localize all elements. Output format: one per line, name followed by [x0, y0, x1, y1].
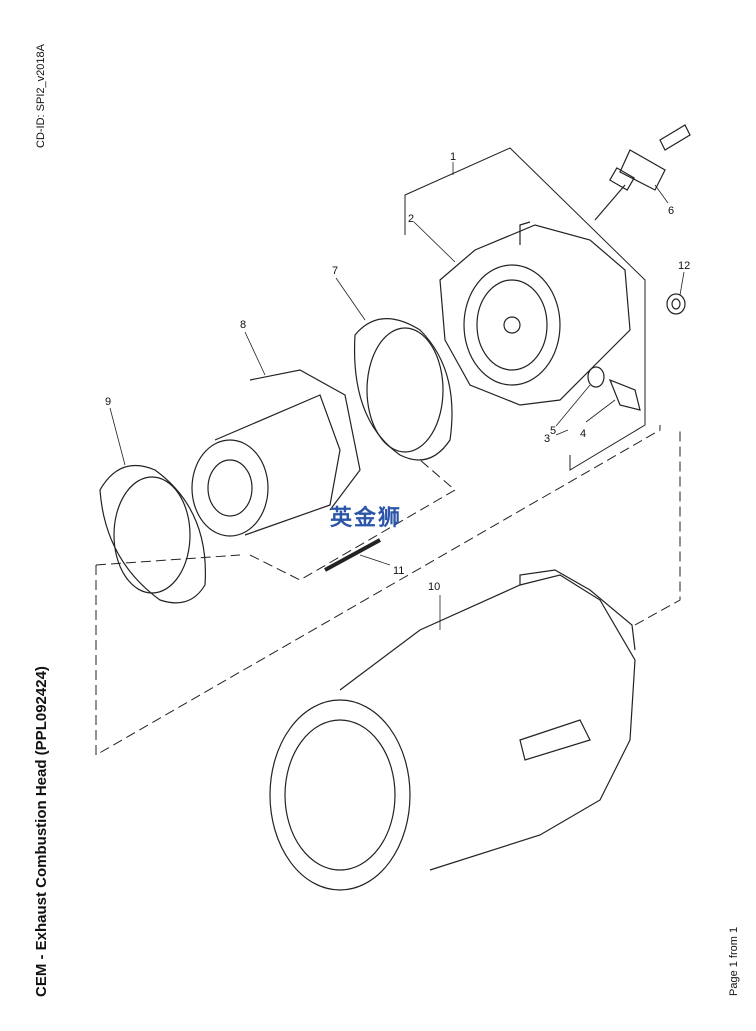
- part-12-nut: [666, 293, 686, 315]
- part-9-gasket: [99, 464, 207, 604]
- part-7-gasket: [353, 318, 453, 461]
- part-4-5-fitting: [587, 366, 641, 411]
- part-6-spark-plug: [594, 124, 691, 221]
- part-7-gasket-inner: [366, 327, 444, 453]
- callout-12: 12: [678, 260, 690, 272]
- watermark: 英金狮: [330, 506, 403, 531]
- part-9-gasket-inner: [113, 476, 191, 594]
- callout-5: 5: [550, 425, 556, 437]
- callout-4: 4: [580, 428, 586, 440]
- part-11-stud: [324, 538, 381, 572]
- callout-labels: 1 2 3 4 5 6 7 8 9 10 11 12: [105, 151, 690, 593]
- callout-3: 3: [544, 433, 550, 445]
- callout-10: 10: [428, 581, 440, 593]
- part-10-combustion-body: [269, 569, 636, 891]
- callout-7: 7: [332, 265, 338, 277]
- assembly-lines: [95, 425, 681, 756]
- callout-11: 11: [393, 565, 404, 577]
- part-8-sleeve: [191, 369, 361, 537]
- callout-9: 9: [105, 396, 111, 408]
- part-2-burner-head: [439, 221, 631, 406]
- callout-1: 1: [450, 151, 456, 163]
- callout-2: 2: [408, 213, 414, 225]
- callout-8: 8: [240, 319, 246, 331]
- callout-6: 6: [668, 205, 674, 217]
- callout-leaders: [109, 162, 685, 630]
